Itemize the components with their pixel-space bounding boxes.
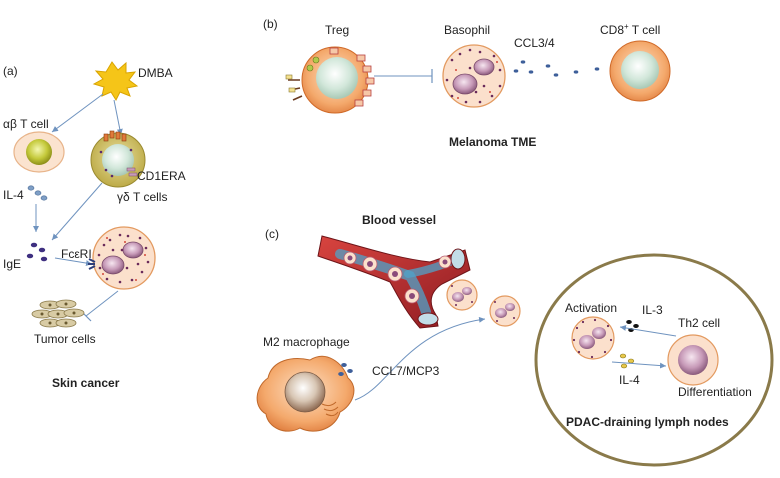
- basophil-inhibit-line: [85, 290, 119, 317]
- dmba-label: DMBA: [138, 66, 173, 80]
- macrophage-to-basophil-arrow: [354, 316, 486, 401]
- cd8-label-rest: T cell: [629, 23, 661, 37]
- ab-t-cell-nucleus: [26, 139, 52, 165]
- gd-t-cell: [90, 130, 146, 188]
- ccl7-label: CCL7/MCP3: [372, 364, 440, 378]
- differentiation-label: Differentiation: [678, 385, 752, 399]
- il4-molecules-c: [619, 353, 635, 369]
- melanoma-tme-title: Melanoma TME: [449, 135, 536, 149]
- treg-label: Treg: [325, 23, 349, 37]
- m2-macrophage-label: M2 macrophage: [263, 335, 350, 349]
- th2-label: Th2 cell: [678, 316, 720, 330]
- tumor-cells-label: Tumor cells: [34, 332, 96, 346]
- il4-label-a: IL-4: [3, 188, 24, 202]
- ige-to-fceri-arrow: [54, 257, 93, 267]
- basophil-b: [442, 44, 506, 108]
- ige-molecules: [26, 242, 48, 262]
- cd8-t-cell: [609, 40, 671, 102]
- il4-label-c: IL-4: [619, 373, 640, 387]
- extravasated-basophils: [446, 279, 521, 327]
- pdac-lymph-node-boundary: [534, 253, 774, 467]
- cd1era-label: CD1ERA: [137, 169, 186, 183]
- panel-a: (a) DMBA αβ T cell: [3, 61, 186, 390]
- pdac-title: PDAC-draining lymph nodes: [566, 415, 729, 429]
- dmba-burst-icon: [92, 61, 139, 102]
- blood-vessel-title: Blood vessel: [362, 213, 436, 227]
- gd-to-ige-arrow: [51, 182, 103, 241]
- panel-b: (b) Treg: [263, 17, 671, 149]
- activation-label: Activation: [565, 301, 617, 315]
- treg-cell: [285, 46, 375, 114]
- th2-to-basophil-arrow: [619, 324, 677, 337]
- il3-label: IL-3: [642, 303, 663, 317]
- fceri-label: FcεRI: [61, 247, 92, 261]
- skin-cancer-title: Skin cancer: [52, 376, 120, 390]
- blood-vessel: [317, 235, 471, 329]
- panel-c: (c) Blood vessel: [256, 213, 774, 467]
- cd8-label: CD8+ T cell: [600, 22, 660, 37]
- activated-basophil: [571, 316, 615, 360]
- dmba-to-gd-arrow: [113, 99, 123, 136]
- basophil-label-b: Basophil: [444, 23, 490, 37]
- panel-b-tag: (b): [263, 17, 278, 31]
- gd-t-cells-label: γδ T cells: [117, 190, 167, 204]
- basophil-a: [88, 226, 156, 290]
- tumor-cell-nuclei: [40, 302, 76, 325]
- ccl34-molecules: [513, 60, 600, 77]
- cd8-label-sup: +: [624, 22, 629, 31]
- panel-c-tag: (c): [265, 227, 279, 241]
- ccl34-label: CCL3/4: [514, 36, 555, 50]
- th2-cell: [667, 334, 719, 386]
- ige-label: IgE: [3, 257, 21, 271]
- il4-molecules: [27, 185, 48, 201]
- panel-a-tag: (a): [3, 64, 18, 78]
- ab-t-cell-label: αβ T cell: [3, 117, 49, 131]
- ccl7-molecules: [338, 363, 353, 376]
- cd8-label-main: CD8: [600, 23, 624, 37]
- dmba-to-ab-arrow: [51, 93, 104, 133]
- basophil-to-th2-arrow: [611, 361, 667, 369]
- m2-macrophage: [256, 355, 355, 432]
